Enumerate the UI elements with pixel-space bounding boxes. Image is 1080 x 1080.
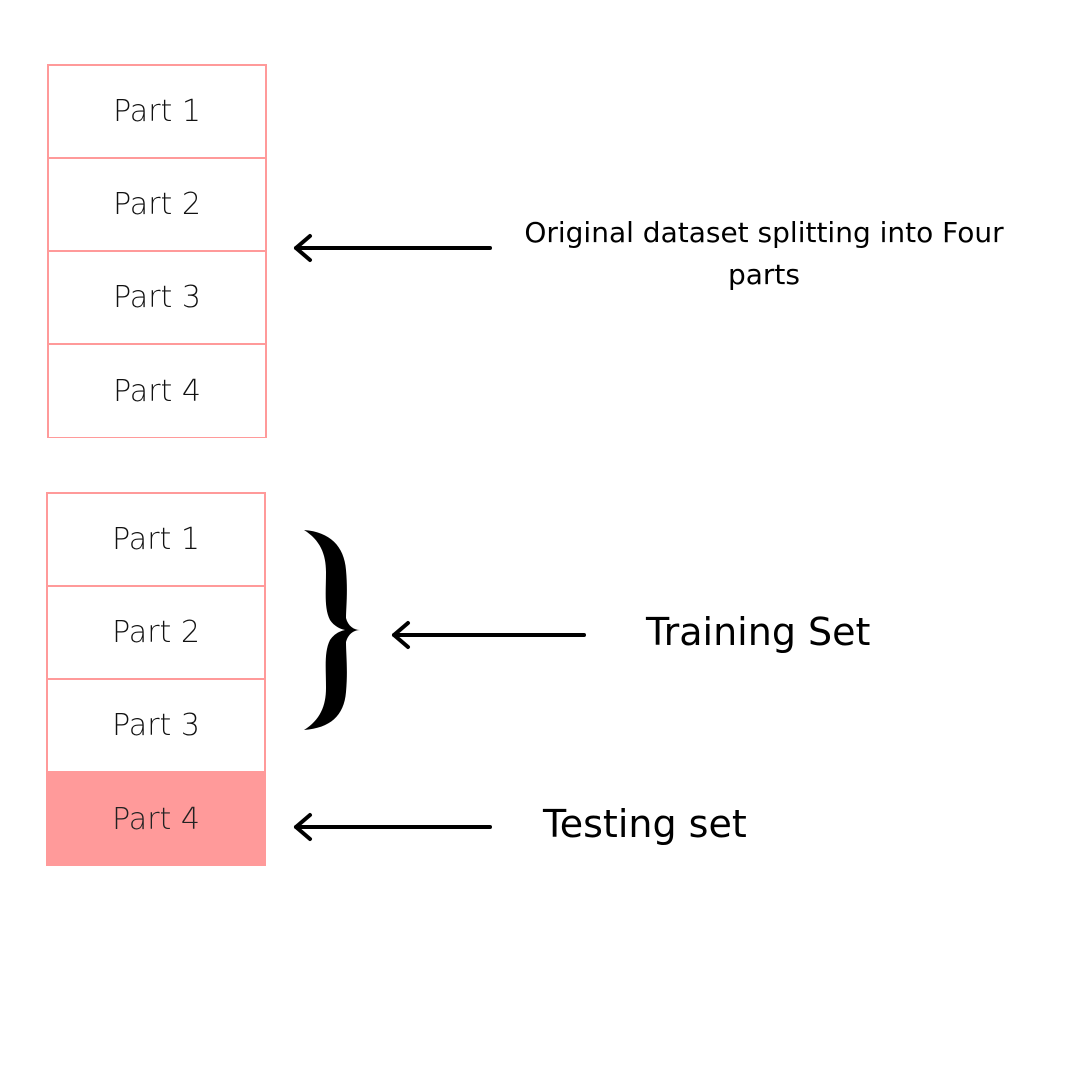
original-part-2: Part 2	[49, 159, 265, 252]
original-part-4: Part 4	[49, 345, 265, 437]
split-dataset-stack: Part 1 Part 2 Part 3 Part 4	[46, 492, 266, 866]
original-dataset-stack: Part 1 Part 2 Part 3 Part 4	[47, 64, 267, 438]
original-part-3: Part 3	[49, 252, 265, 345]
testing-set-label: Testing set	[543, 802, 747, 846]
original-part-1: Part 1	[49, 66, 265, 159]
arrow-left-icon	[294, 813, 492, 841]
right-curly-brace-icon	[304, 530, 360, 730]
training-part-1: Part 1	[48, 494, 264, 587]
arrow-left-icon	[294, 234, 492, 262]
training-part-3: Part 3	[48, 680, 264, 773]
arrow-left-icon	[392, 621, 586, 649]
training-set-label: Training Set	[646, 610, 871, 654]
original-dataset-label: Original dataset splitting into Four par…	[524, 216, 1004, 291]
training-part-2: Part 2	[48, 587, 264, 680]
testing-part-4: Part 4	[48, 773, 264, 865]
